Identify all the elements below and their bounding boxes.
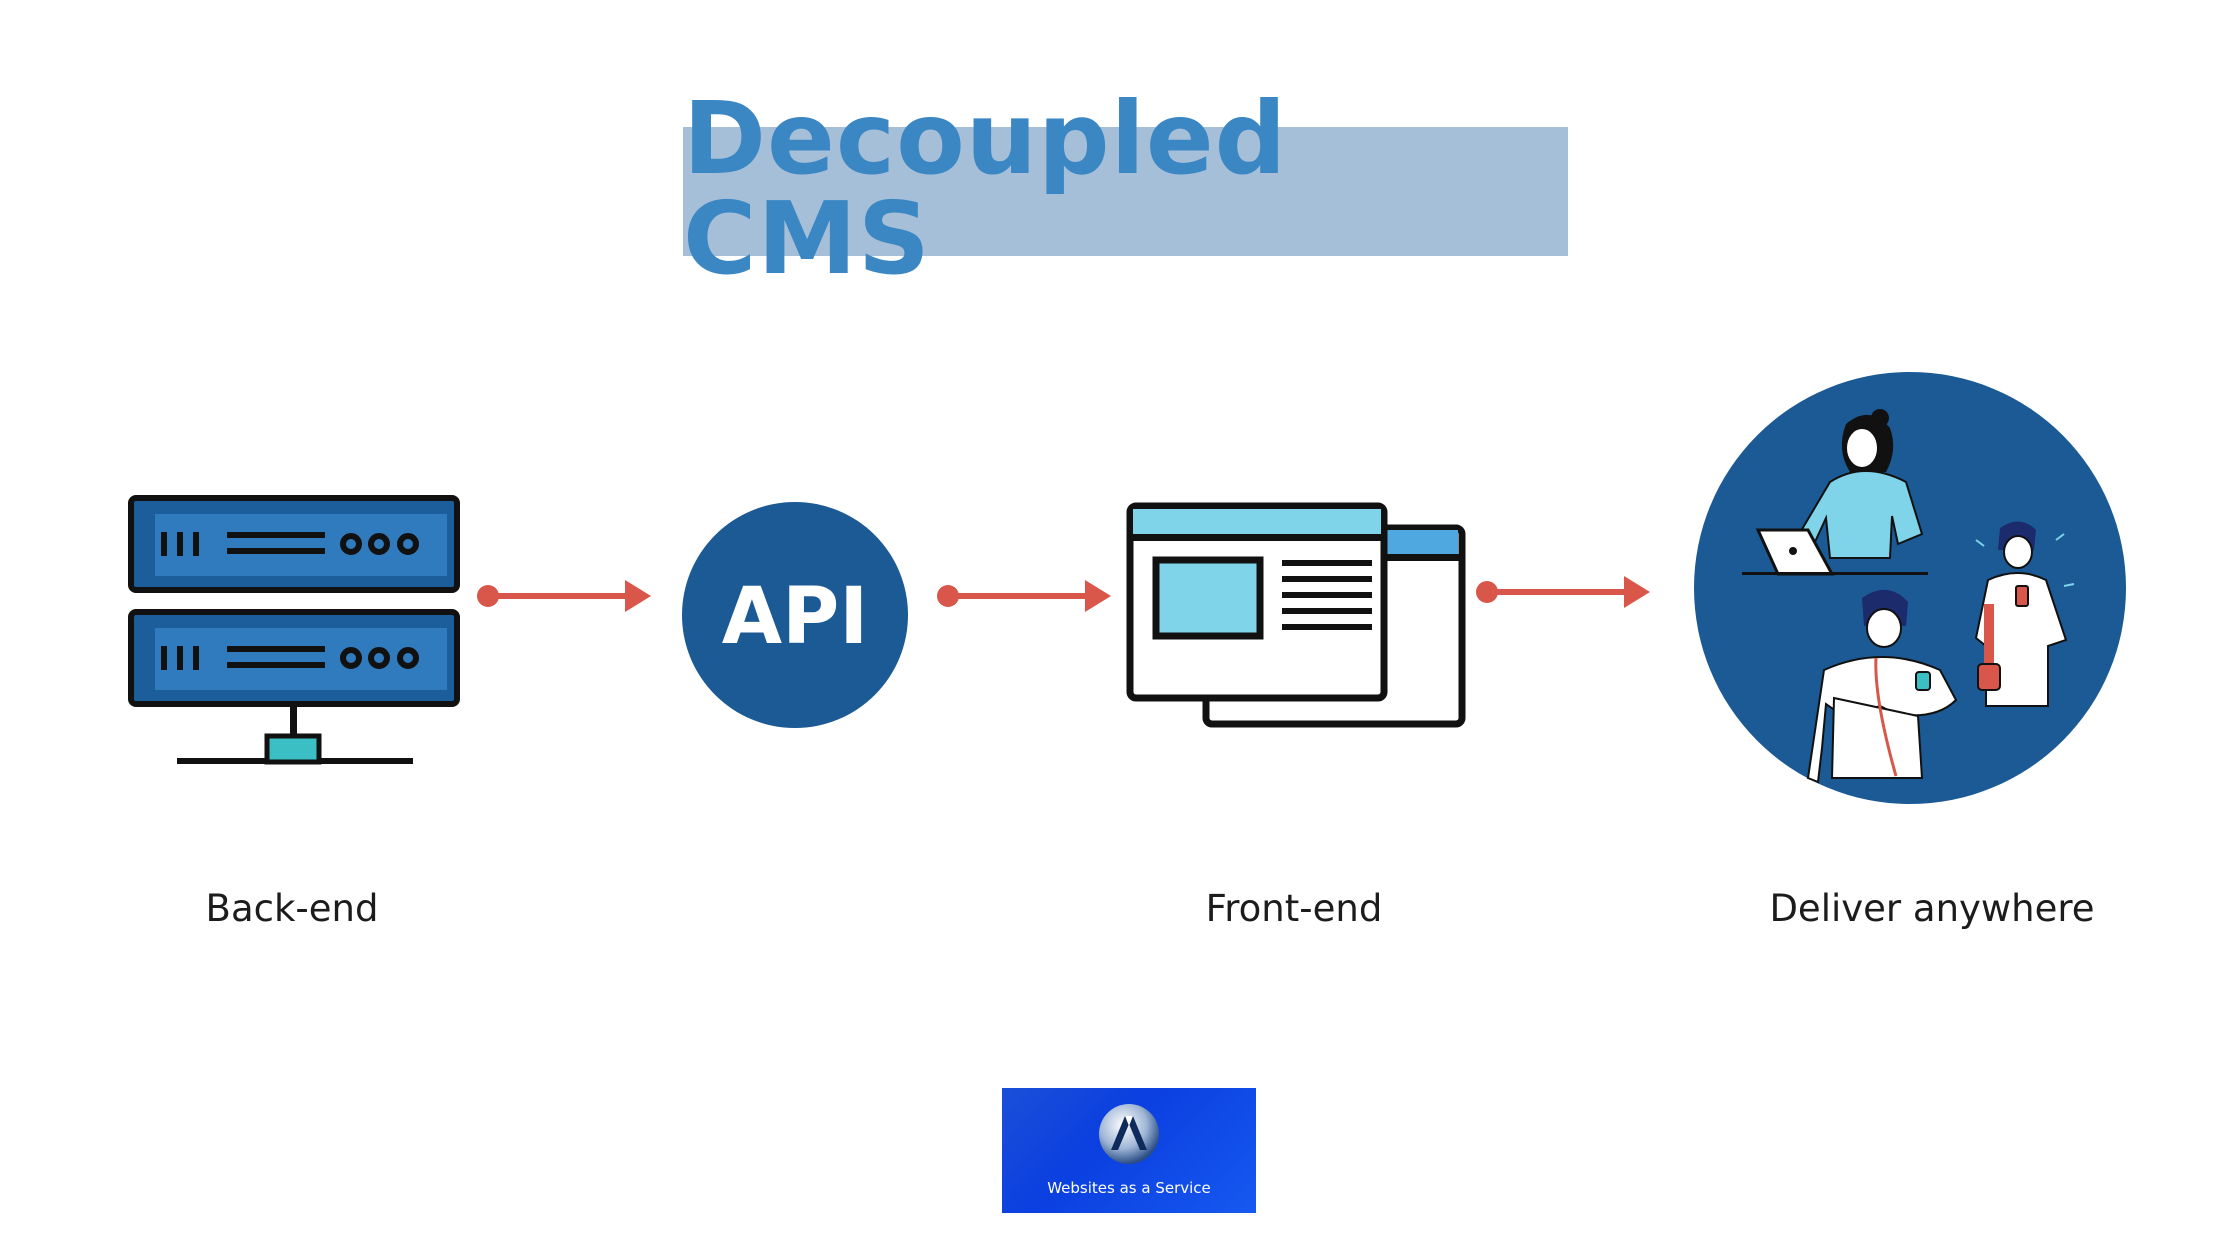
websites-as-a-service-logo: Websites as a Service: [1002, 1088, 1256, 1213]
man-phone-figure: [1974, 521, 2075, 707]
server-icon: [128, 495, 460, 765]
logo-w-icon: [1099, 1104, 1159, 1164]
arrow-right-icon: [1476, 576, 1650, 608]
people-devices-icon: [1694, 372, 2126, 804]
arrow-right-icon: [937, 580, 1111, 612]
woman-laptop-figure: [1742, 409, 1928, 576]
logo-caption: Websites as a Service: [1047, 1179, 1211, 1197]
deliver-anywhere-label: Deliver anywhere: [1769, 887, 2095, 930]
api-circle-icon: API: [682, 502, 908, 728]
man-watch-figure: [1806, 589, 1958, 784]
backend-label: Back-end: [205, 887, 379, 930]
browser-windows-icon: [1126, 502, 1466, 728]
page-title: Decoupled CMS: [683, 79, 1288, 297]
api-label: API: [722, 572, 869, 662]
frontend-label: Front-end: [1205, 887, 1383, 930]
arrow-right-icon: [477, 580, 651, 612]
title-banner: Decoupled CMS: [683, 88, 1568, 288]
